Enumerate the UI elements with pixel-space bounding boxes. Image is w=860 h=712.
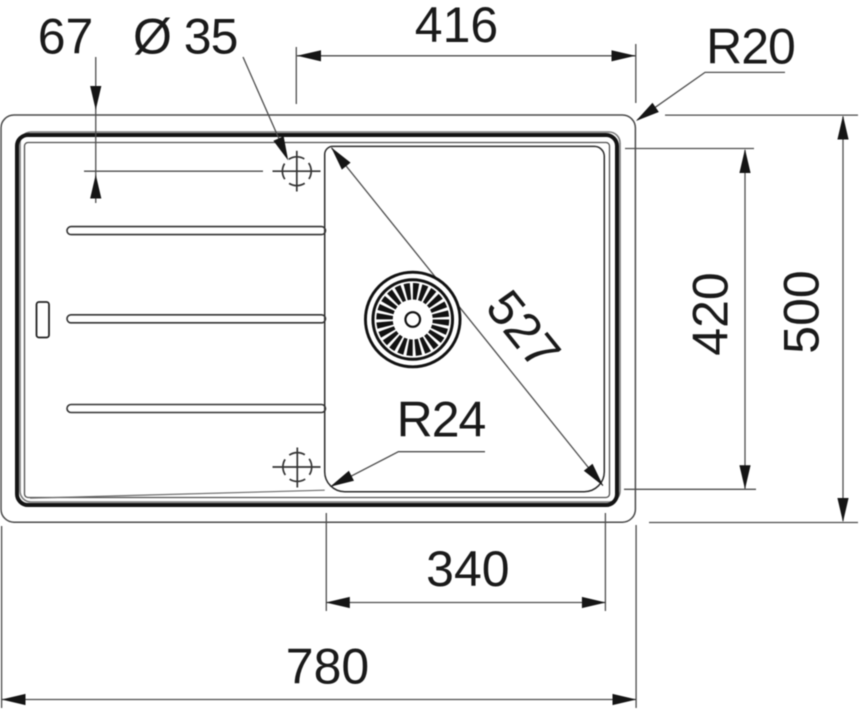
svg-text:527: 527 bbox=[475, 280, 571, 380]
svg-text:Ø 35: Ø 35 bbox=[133, 9, 237, 65]
svg-text:416: 416 bbox=[415, 0, 498, 53]
svg-text:780: 780 bbox=[286, 639, 369, 695]
svg-text:500: 500 bbox=[774, 270, 830, 353]
svg-text:R20: R20 bbox=[706, 19, 795, 75]
svg-text:420: 420 bbox=[683, 272, 739, 355]
svg-text:67: 67 bbox=[38, 9, 94, 65]
svg-text:340: 340 bbox=[426, 541, 509, 597]
svg-text:R24: R24 bbox=[397, 392, 486, 448]
